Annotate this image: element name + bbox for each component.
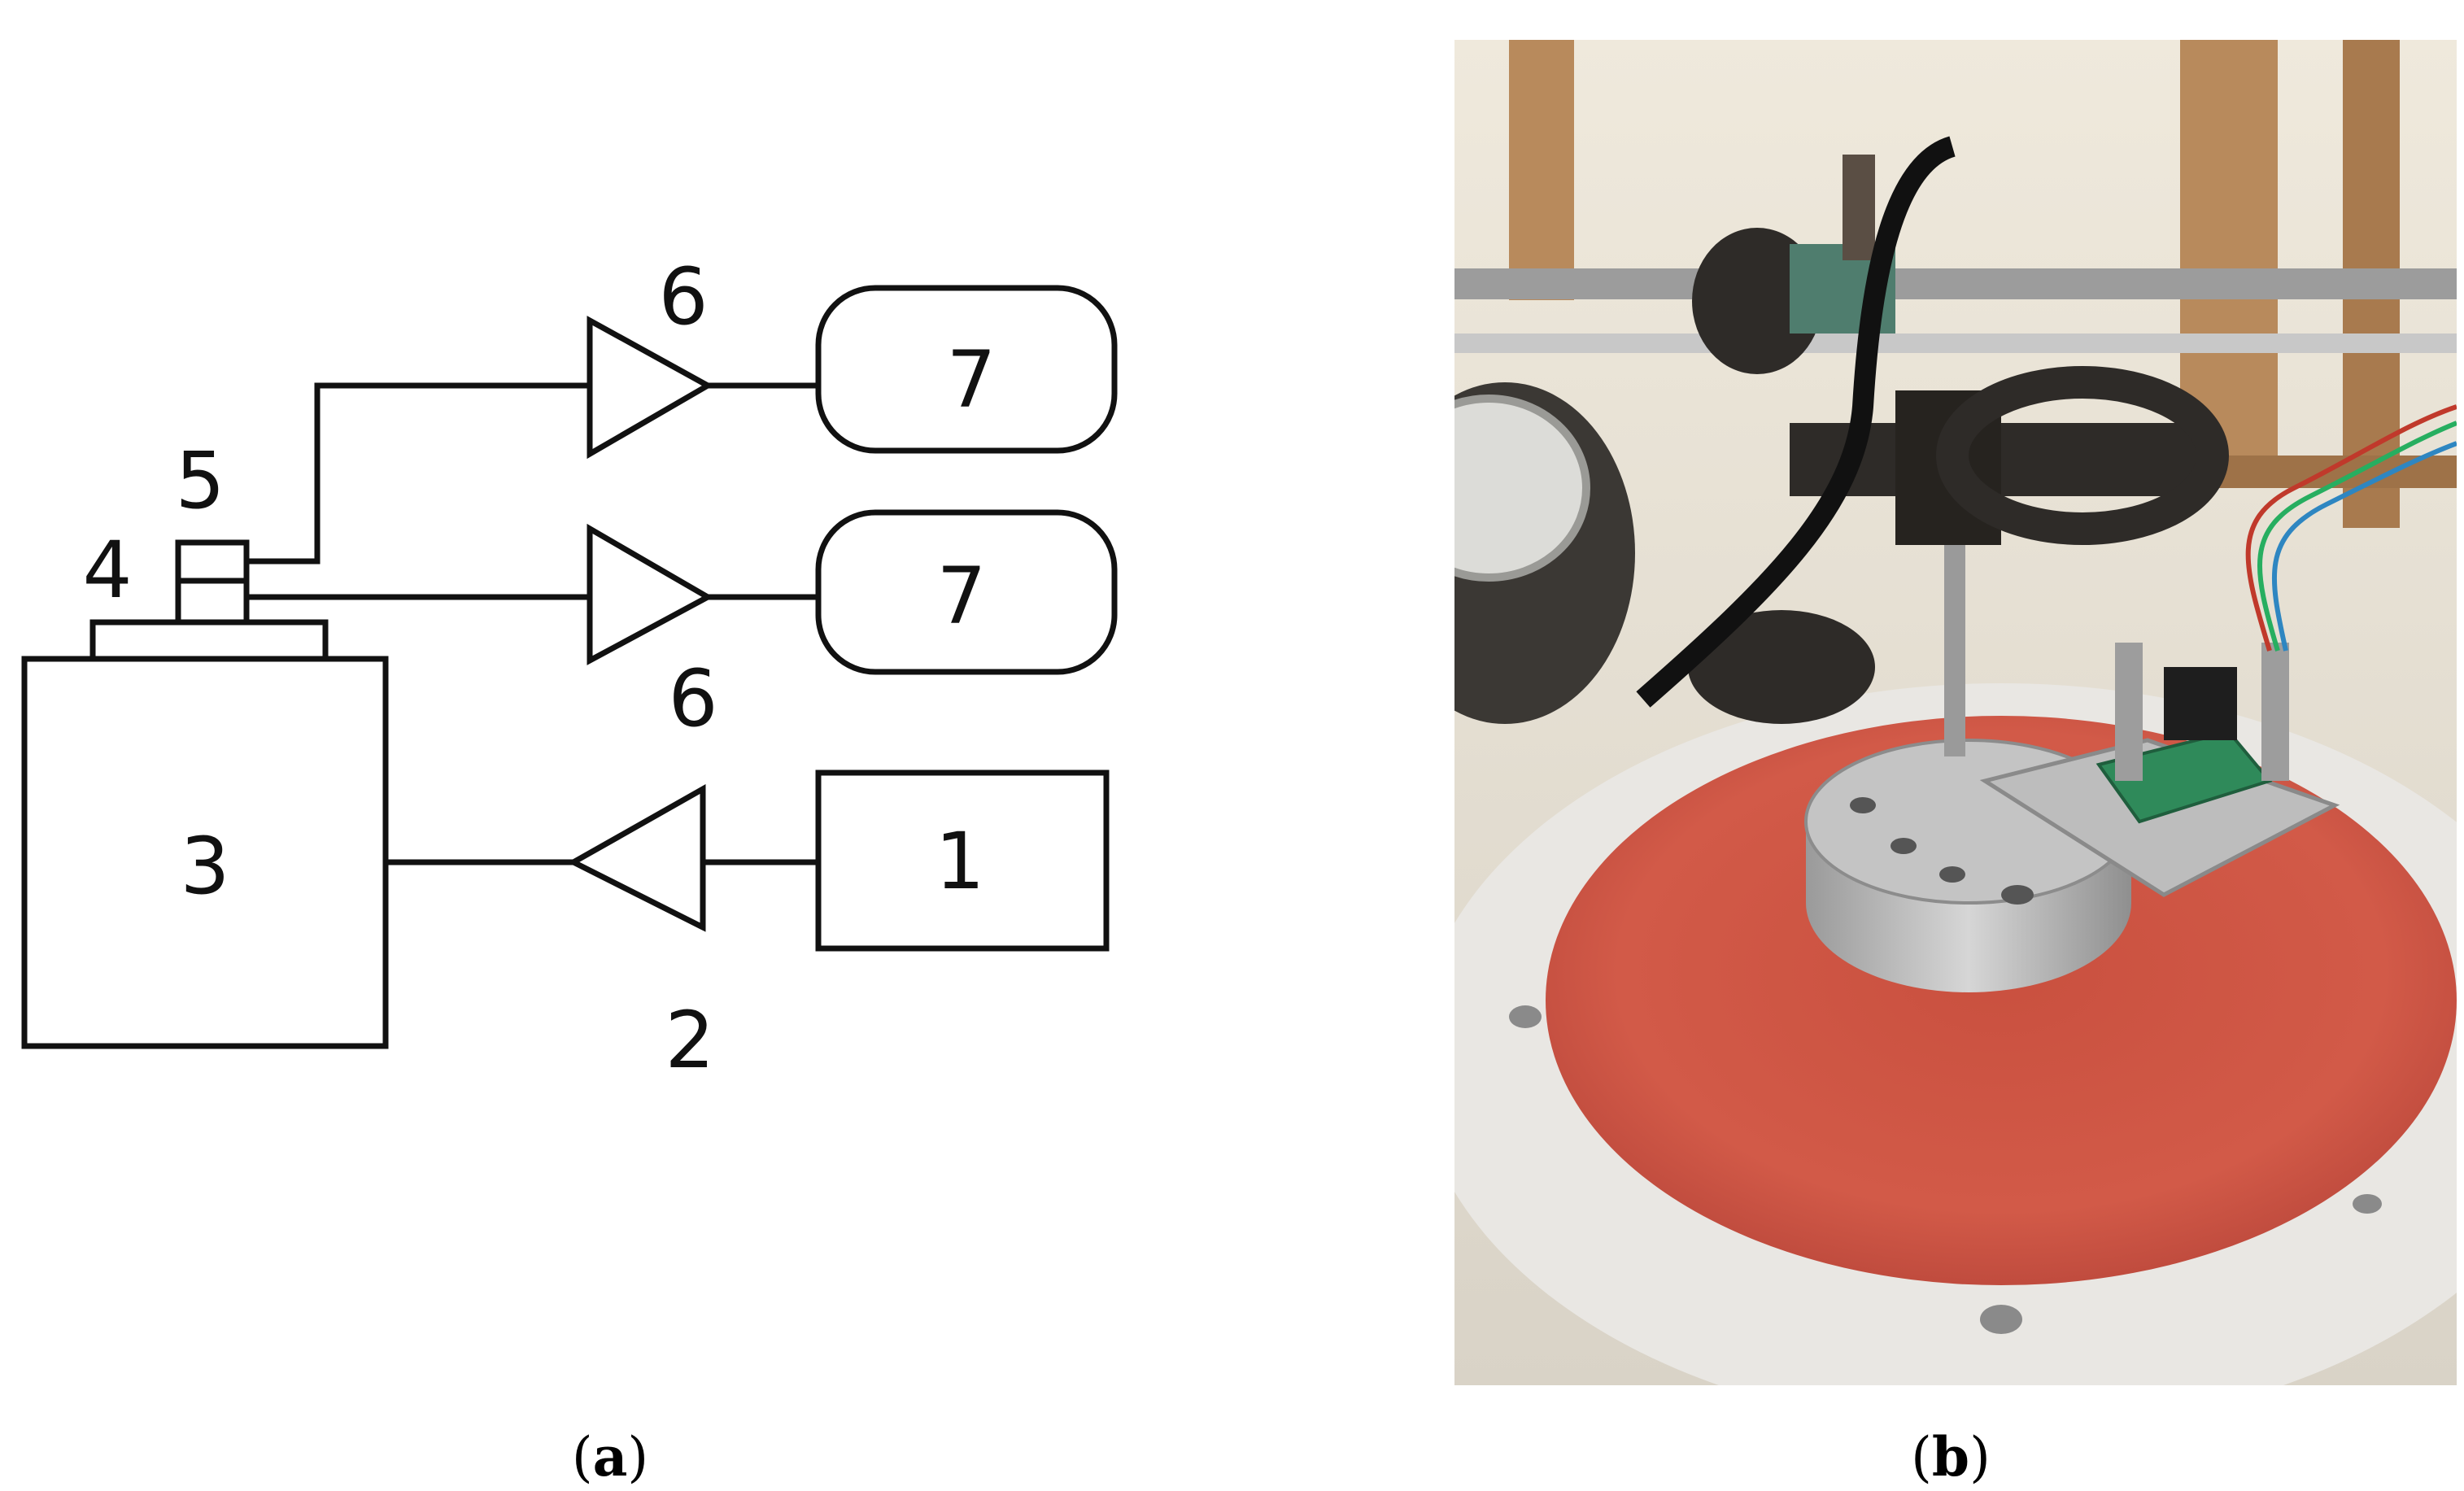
sensor-post-right	[2261, 643, 2289, 781]
sensor-top	[175, 539, 250, 584]
label-recorder-upper: 7	[946, 334, 996, 425]
lower-amplifier-triangle	[587, 523, 714, 665]
upper-amplifier-triangle	[587, 316, 714, 460]
experimental-setup-photo	[1454, 40, 2457, 1385]
sensor-wire-red	[2245, 404, 2457, 652]
puck-hole-1	[1850, 797, 1876, 813]
gauge-face	[1454, 395, 1590, 582]
caption-a-open: (	[572, 1426, 593, 1489]
label-mounting-plate: 4	[82, 525, 132, 616]
sensor-wire-green	[2257, 421, 2457, 652]
sensor-chip	[2164, 667, 2237, 740]
lower-recorder-box	[815, 509, 1118, 675]
wooden-frame-right	[2180, 40, 2278, 463]
base-screw-1	[1509, 1005, 1542, 1028]
upper-recorder-box	[815, 285, 1118, 454]
puck-hole-4	[2001, 885, 2034, 905]
frame-bar-mid	[1454, 334, 2457, 353]
sensor-post-left	[2115, 643, 2143, 781]
base-screw-2	[1980, 1305, 2022, 1334]
caption-b-close: )	[1969, 1426, 1991, 1489]
label-recorder-lower: 7	[936, 551, 986, 642]
label-amplifier-lower: 6	[668, 653, 717, 744]
caption-b-letter: b	[1932, 1425, 1969, 1489]
base-screw-3	[2353, 1194, 2382, 1214]
clamp-ring	[1936, 366, 2229, 545]
wooden-frame-left	[1509, 40, 1574, 300]
puck-hole-2	[1891, 838, 1917, 854]
caption-a: (a)	[572, 1425, 648, 1489]
block-diagram-panel	[21, 285, 1118, 1049]
knurled-knob-bottom	[1688, 610, 1875, 724]
label-amplifier-upper: 6	[658, 251, 708, 342]
caption-a-close: )	[627, 1426, 648, 1489]
caption-b: (b)	[1911, 1425, 1991, 1489]
puck-hole-3	[1939, 866, 1965, 883]
sensor-body	[175, 578, 250, 626]
input-amplifier-triangle	[567, 783, 706, 932]
sensor-wire-blue	[2271, 441, 2457, 652]
label-sensor: 5	[175, 435, 225, 526]
label-signal-generator: 1	[935, 816, 984, 907]
vertical-post	[1843, 155, 1875, 260]
caption-b-open: (	[1911, 1426, 1932, 1489]
label-input-amplifier: 2	[665, 995, 714, 1086]
upper-signal-wire	[246, 382, 590, 565]
mounting-plate	[89, 619, 329, 662]
label-vibration-exciter: 3	[180, 821, 229, 912]
black-cable	[1636, 136, 1956, 708]
frame-bar-top	[1454, 268, 2457, 299]
diagram-labels: 3 1 2 4 5 6 6 7 7	[82, 251, 996, 1086]
caption-a-letter: a	[593, 1425, 628, 1489]
